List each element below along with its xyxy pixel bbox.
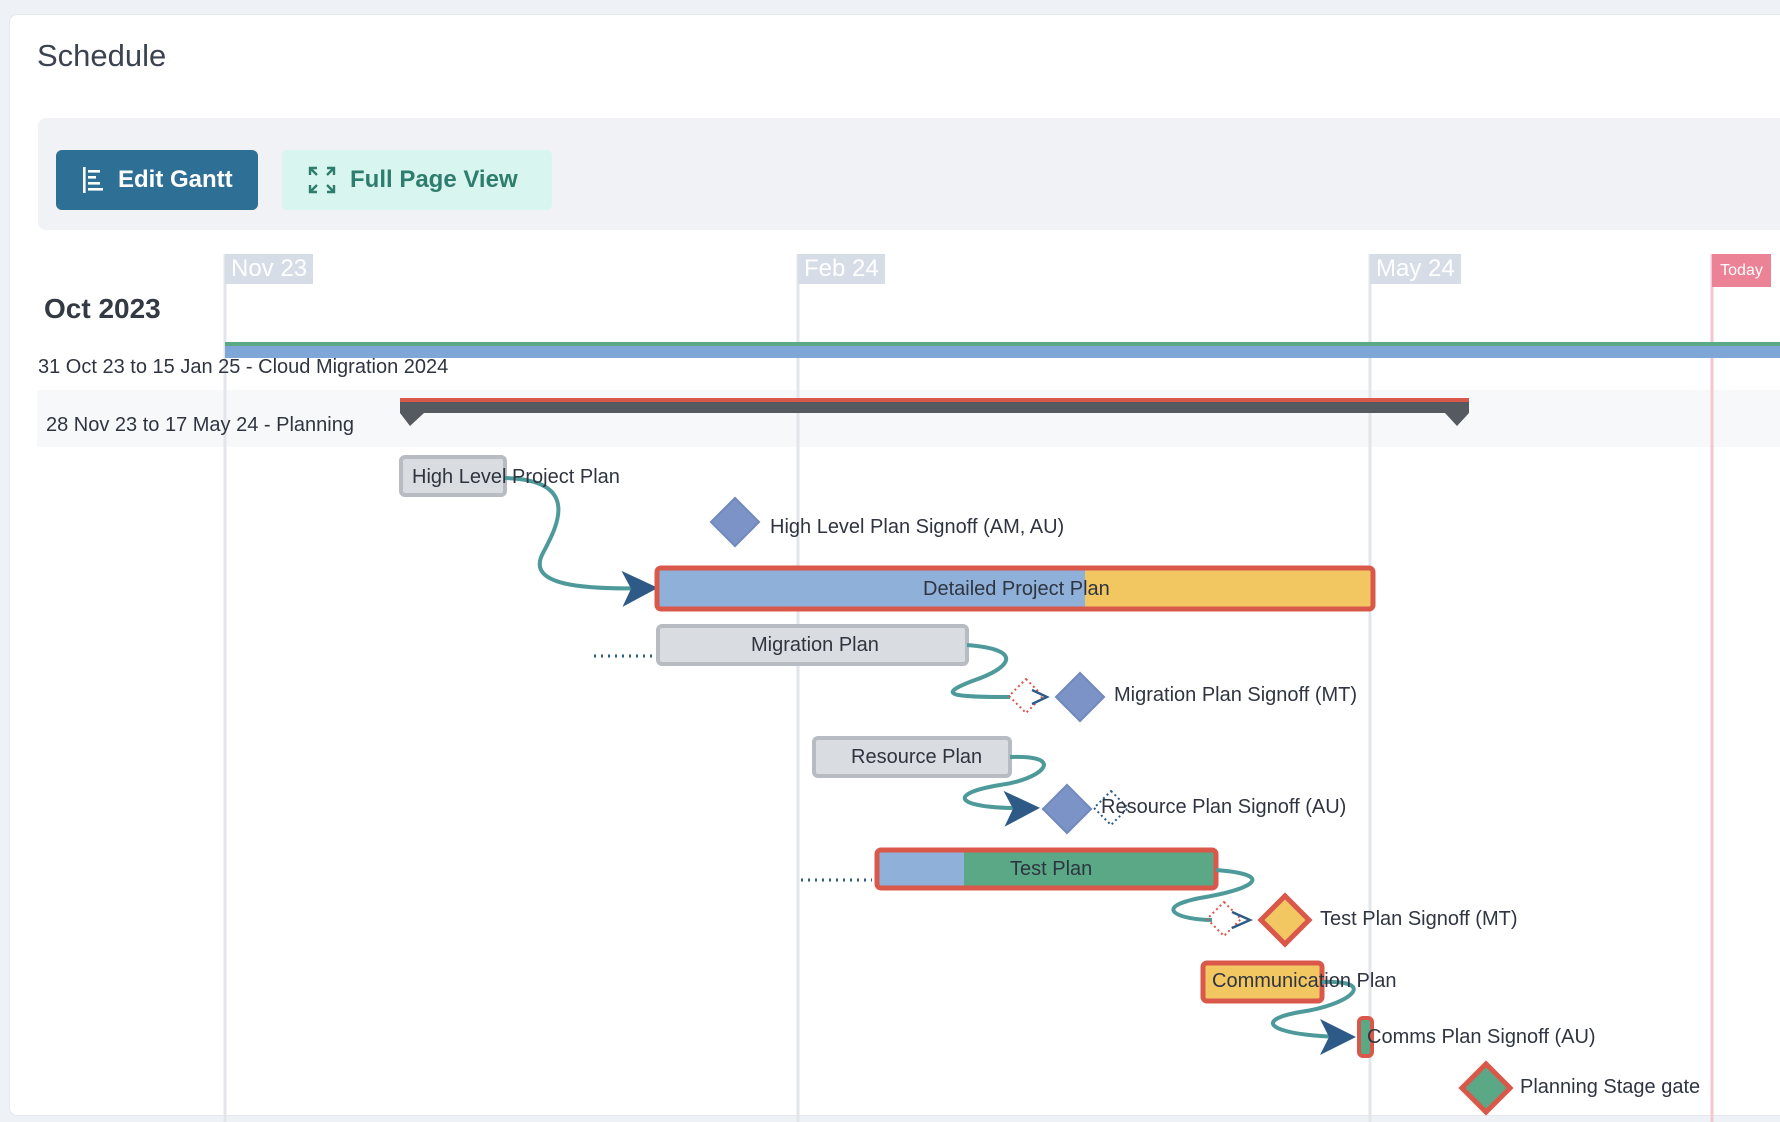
task-label-high-level-project-plan: High Level Project Plan (412, 466, 620, 488)
task-label-test-plan: Test Plan (1010, 858, 1093, 880)
year-label: Oct 2023 (44, 293, 161, 324)
planning-phase-bar[interactable] (400, 398, 1469, 426)
baseline-resource-signoff (1092, 789, 1130, 827)
baseline-migration-signoff (1007, 677, 1045, 715)
full-page-view-button[interactable]: Full Page View (282, 150, 552, 210)
task-bar-comms-plan-signoff[interactable] (1357, 1016, 1374, 1058)
project-summary-bar[interactable] (225, 342, 1780, 358)
task-bar-test-plan[interactable] (874, 847, 1219, 891)
task-label-test-plan-signoff: Test Plan Signoff (MT) (1320, 908, 1518, 930)
full-page-view-label: Full Page View (350, 166, 518, 193)
month-label-nov-23: Nov 23 (225, 254, 314, 284)
task-bar-detailed-project-plan[interactable] (654, 565, 1376, 612)
edit-gantt-label: Edit Gantt (118, 166, 233, 193)
dependency-resource-to-signoff (962, 754, 1046, 827)
month-label-feb-24: Feb 24 (798, 254, 885, 284)
expand-icon (308, 166, 336, 194)
milestone-planning-stage-gate[interactable] (1458, 1060, 1514, 1116)
milestone-migration-plan-signoff[interactable] (1054, 671, 1106, 723)
month-label-may-24: May 24 (1370, 254, 1461, 284)
task-label-high-level-plan-signoff: High Level Plan Signoff (AM, AU) (770, 516, 1065, 538)
dependency-hlpp-to-detailed (504, 476, 658, 607)
milestone-test-plan-signoff[interactable] (1257, 892, 1313, 948)
dependency-migration-to-signoff (950, 643, 1011, 699)
milestone-high-level-plan-signoff[interactable] (709, 496, 761, 548)
task-label-communication-plan: Communication Plan (1212, 970, 1397, 992)
milestone-resource-plan-signoff[interactable] (1041, 783, 1093, 835)
task-label-migration-plan: Migration Plan (751, 634, 879, 656)
task-label-comms-plan-signoff: Comms Plan Signoff (AU) (1367, 1026, 1596, 1048)
project-row-label: 31 Oct 23 to 15 Jan 25 - Cloud Migration… (38, 356, 449, 378)
task-bar-high-level-project-plan[interactable] (399, 455, 507, 497)
phase-row-label: 28 Nov 23 to 17 May 24 - Planning (46, 414, 354, 436)
page-title: Schedule (37, 38, 167, 73)
dependency-test-to-signoff (1171, 868, 1255, 922)
task-label-detailed-project-plan: Detailed Project Plan (923, 578, 1110, 600)
dependency-comms-to-signoff (1271, 979, 1356, 1055)
task-label-resource-plan-signoff: Resource Plan Signoff (AU) (1101, 796, 1347, 818)
gantt-list-icon (83, 167, 103, 193)
task-label-planning-stage-gate: Planning Stage gate (1520, 1076, 1701, 1098)
baseline-test-signoff (1205, 900, 1243, 938)
edit-gantt-button[interactable]: Edit Gantt (56, 150, 258, 210)
task-label-resource-plan: Resource Plan (851, 746, 983, 768)
task-label-migration-plan-signoff: Migration Plan Signoff (MT) (1114, 684, 1358, 706)
today-marker-label: Today (1712, 254, 1771, 287)
